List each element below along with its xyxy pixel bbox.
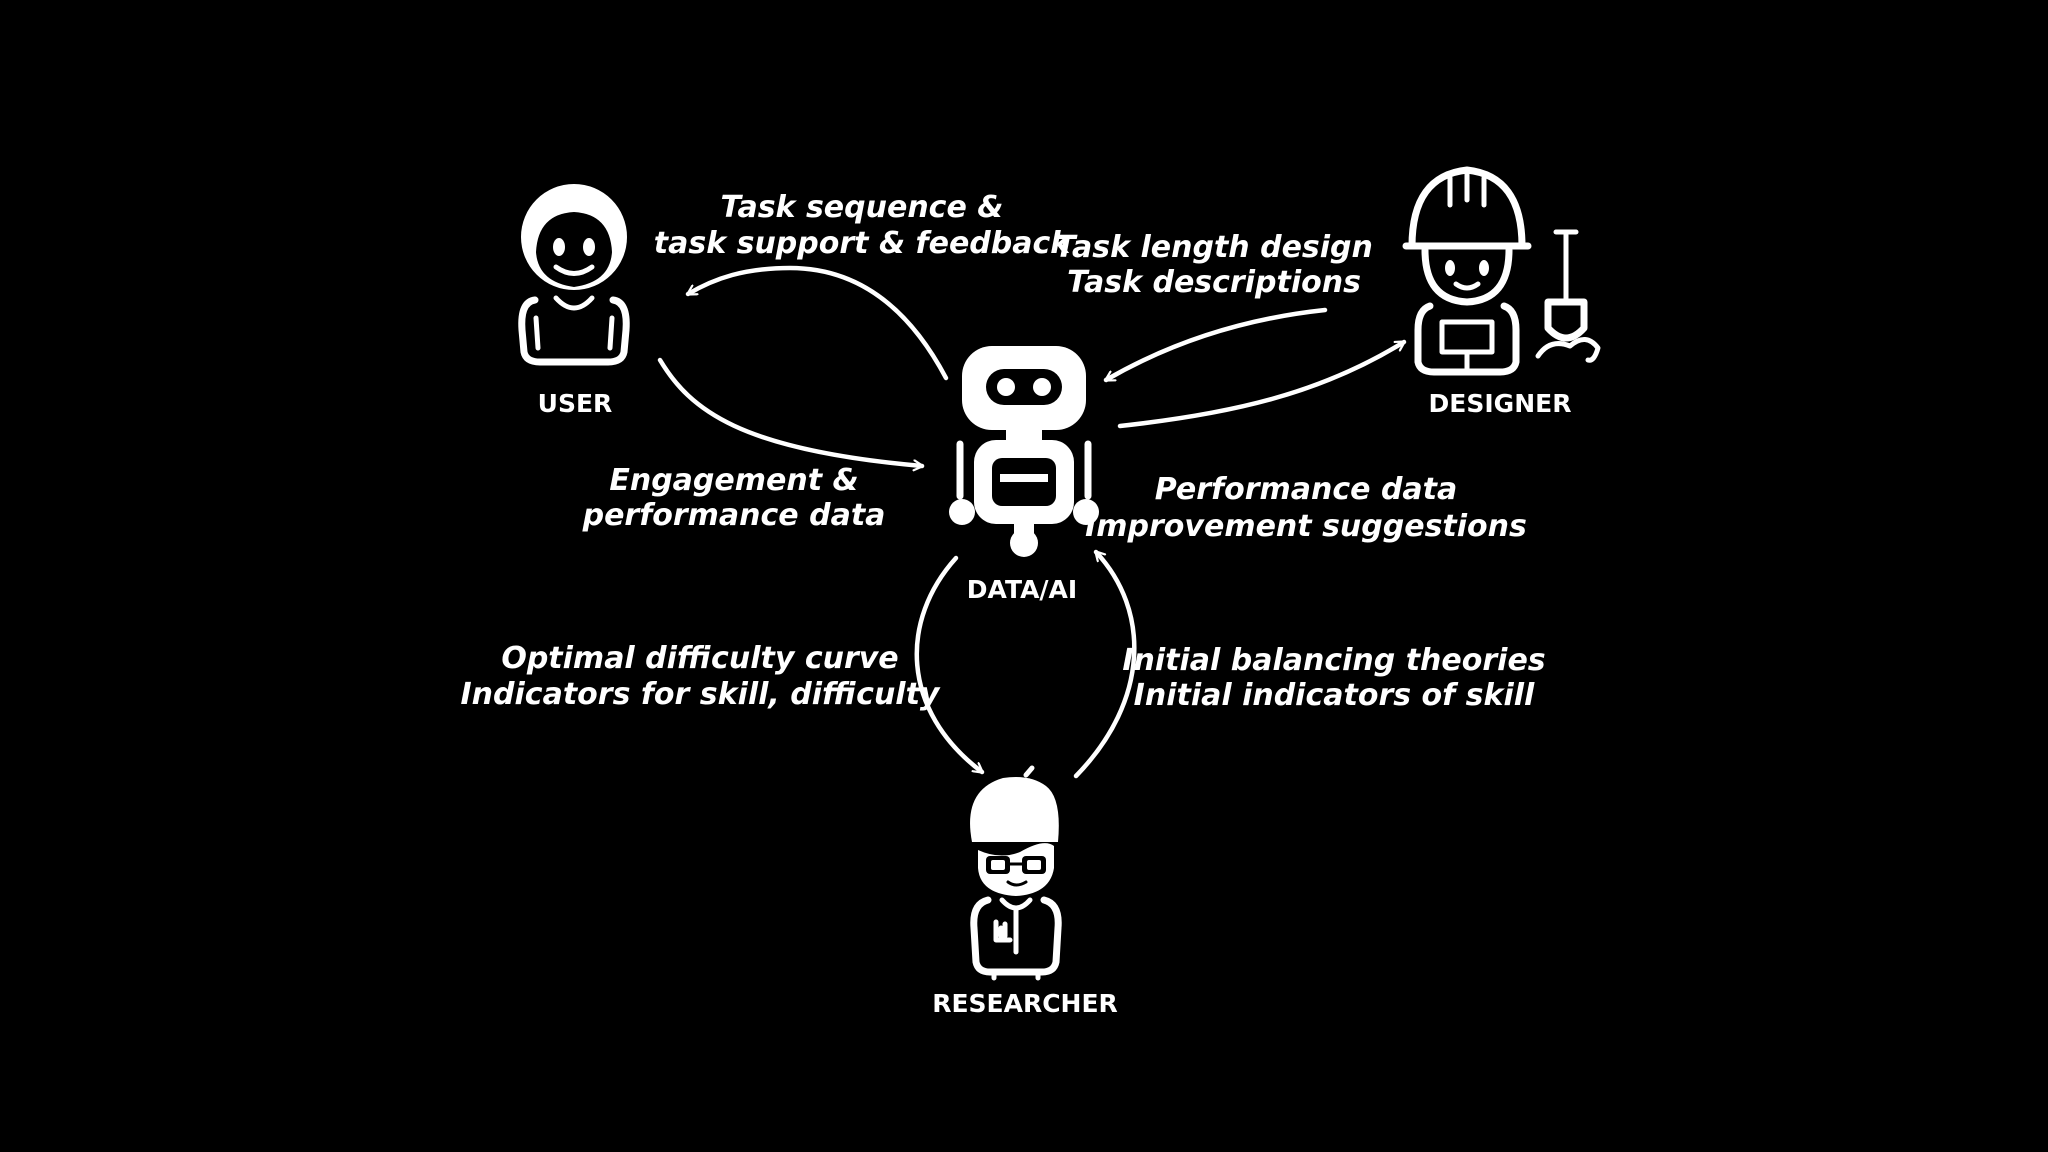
arrow-ai-to-designer	[1117, 339, 1407, 429]
edge-label-line: Task descriptions	[1067, 265, 1361, 300]
edge-label-line: performance data	[582, 498, 886, 533]
edge-label-ai-to-user: Task sequence & task support & feedback	[654, 190, 1073, 261]
user-node: USER	[518, 184, 630, 418]
arrow-user-to-ai	[657, 357, 925, 466]
edge-label-line: Initial indicators of skill	[1134, 678, 1535, 713]
edge-label-line: Engagement &	[609, 463, 858, 498]
edge-label-ai-to-designer: Performance data Improvement suggestions	[1085, 472, 1527, 544]
edge-label-line: Optimal difficulty curve	[501, 641, 898, 676]
researcher-node: RESEARCHER	[932, 765, 1118, 1018]
user-icon	[518, 184, 630, 366]
edge-label-line: Improvement suggestions	[1085, 509, 1527, 544]
edge-label-user-to-ai: Engagement & performance data	[582, 463, 886, 533]
robot-icon	[949, 346, 1099, 557]
edge-label-line: task support & feedback	[654, 226, 1073, 261]
edge-label-line: Initial balancing theories	[1122, 643, 1545, 678]
edge-label-ai-to-researcher: Optimal difficulty curve Indicators for …	[461, 641, 941, 712]
arrow-ai-to-user	[685, 265, 949, 381]
edge-label-line: Task sequence &	[721, 190, 1004, 225]
arrow-designer-to-ai	[1103, 307, 1328, 383]
edge-label-designer-to-ai: Task length design Task descriptions	[1055, 230, 1373, 300]
researcher-label: RESEARCHER	[932, 989, 1118, 1018]
designer-label: DESIGNER	[1429, 389, 1572, 418]
edge-label-line: Indicators for skill, difficulty	[461, 677, 941, 712]
designer-icon	[1402, 166, 1601, 376]
edge-label-researcher-to-ai: Initial balancing theories Initial indic…	[1122, 643, 1545, 713]
arrow-researcher-to-ai	[1073, 549, 1137, 779]
edge-label-line: Performance data	[1155, 472, 1458, 507]
edge-label-line: Task length design	[1055, 230, 1373, 265]
researcher-icon	[970, 765, 1062, 981]
designer-node: DESIGNER	[1402, 166, 1601, 418]
user-label: USER	[538, 389, 613, 418]
arrow-ai-to-researcher	[914, 555, 985, 775]
ai-node: DATA/AI	[949, 346, 1099, 604]
ai-label: DATA/AI	[967, 575, 1077, 604]
